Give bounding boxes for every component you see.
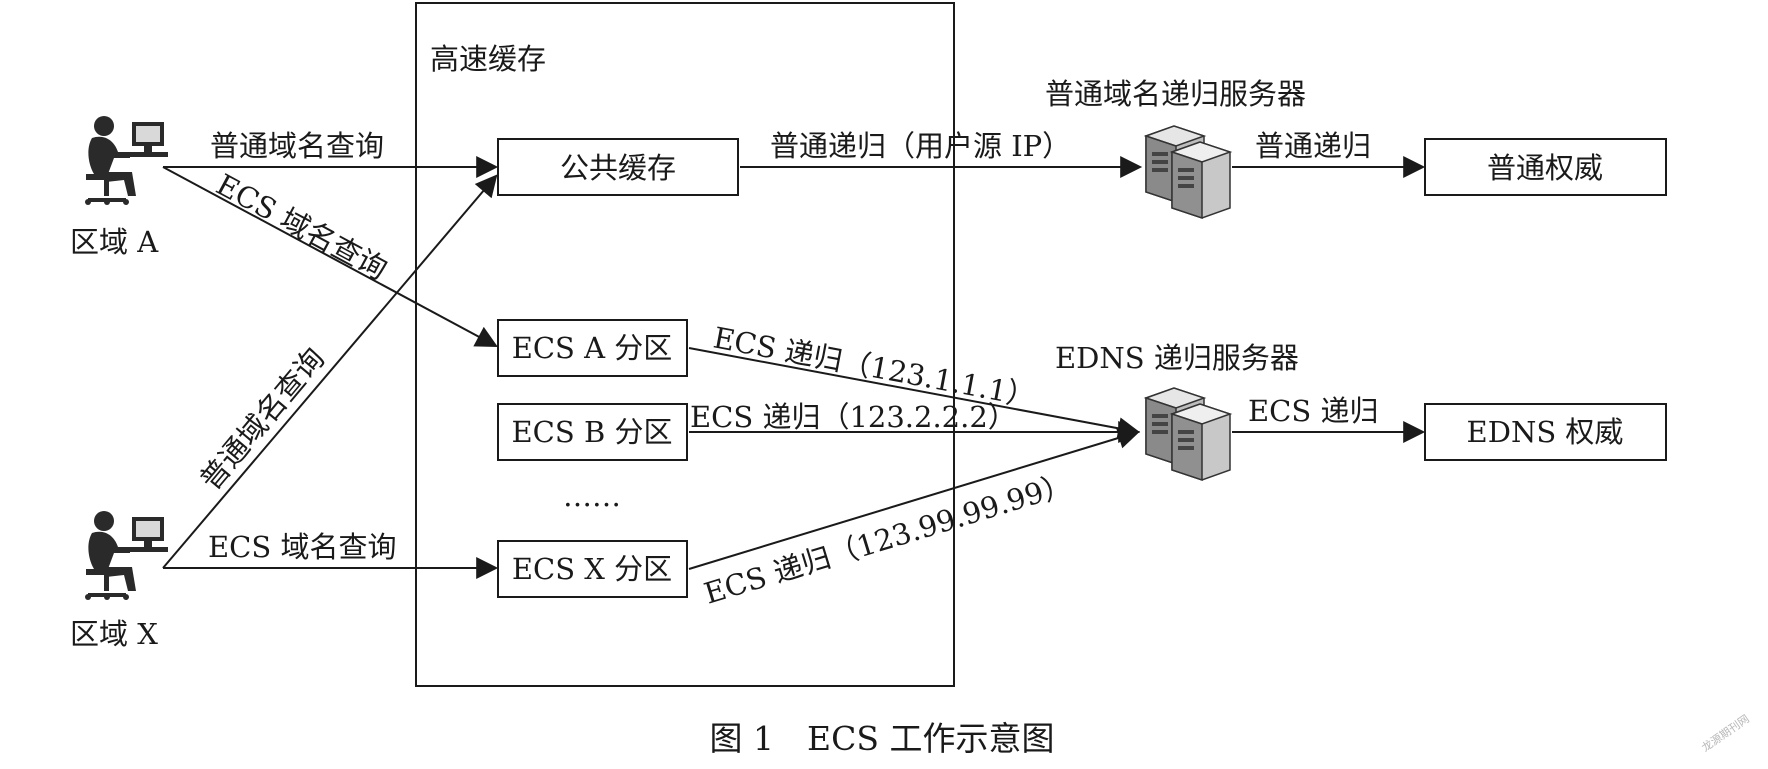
normal-recursive-server-label: 普通域名递归服务器: [1045, 77, 1306, 111]
edns-recursive-server-icon: [1145, 387, 1231, 481]
region-x-label: 区域 X: [70, 617, 158, 651]
edge-x-ecs-query-label: ECS 域名查询: [208, 530, 396, 564]
edge-public-recursion-label: 普通递归（用户源 IP）: [770, 129, 1071, 163]
edge-ecs-x-to-edns-server: [688, 427, 1141, 570]
normal-authority-label: 普通权威: [1487, 151, 1603, 185]
cache-container: [415, 2, 955, 687]
user-a-icon: [83, 114, 170, 207]
edge-a-to-ecs-a: [162, 166, 498, 348]
user-x-icon: [83, 509, 170, 602]
ecs-a-partition-label: ECS A 分区: [512, 331, 673, 365]
edge-a-normal-query-label: 普通域名查询: [210, 129, 384, 163]
edge-x-to-public: [162, 174, 498, 569]
cache-title: 高速缓存: [430, 42, 546, 76]
edns-authority-label: EDNS 权威: [1467, 415, 1624, 449]
public-cache-label: 公共缓存: [560, 151, 676, 185]
normal-authority-box: 普通权威: [1424, 138, 1667, 196]
watermark-text: 龙源期刊网: [1699, 711, 1752, 754]
ecs-x-partition-label: ECS X 分区: [512, 552, 672, 586]
edns-recursive-server-label: EDNS 递归服务器: [1055, 341, 1299, 375]
figure-caption: 图 1 ECS 工作示意图: [710, 719, 1055, 758]
edge-ecs-x-recursion-label: ECS 递归（123.99.99.99）: [700, 466, 1075, 610]
edns-authority-box: EDNS 权威: [1424, 403, 1667, 461]
edge-a-ecs-query-label: ECS 域名查询: [211, 167, 393, 286]
edge-edns-recursion-label: ECS 递归: [1248, 394, 1378, 428]
partition-ellipsis: ……: [563, 479, 621, 513]
ecs-a-partition-box: ECS A 分区: [497, 319, 688, 377]
region-a-label: 区域 A: [70, 225, 159, 259]
edge-x-normal-query-label: 普通域名查询: [193, 341, 331, 496]
ecs-b-partition-label: ECS B 分区: [512, 415, 673, 449]
edge-ecs-b-recursion-label: ECS 递归（123.2.2.2）: [690, 400, 1017, 434]
normal-recursive-server-icon: [1145, 125, 1231, 219]
ecs-b-partition-box: ECS B 分区: [497, 403, 688, 461]
public-cache-box: 公共缓存: [497, 138, 739, 196]
edge-ecs-a-to-edns-server: [688, 347, 1141, 440]
ecs-x-partition-box: ECS X 分区: [497, 540, 688, 598]
edge-normal-recursion-label: 普通递归: [1255, 129, 1371, 163]
